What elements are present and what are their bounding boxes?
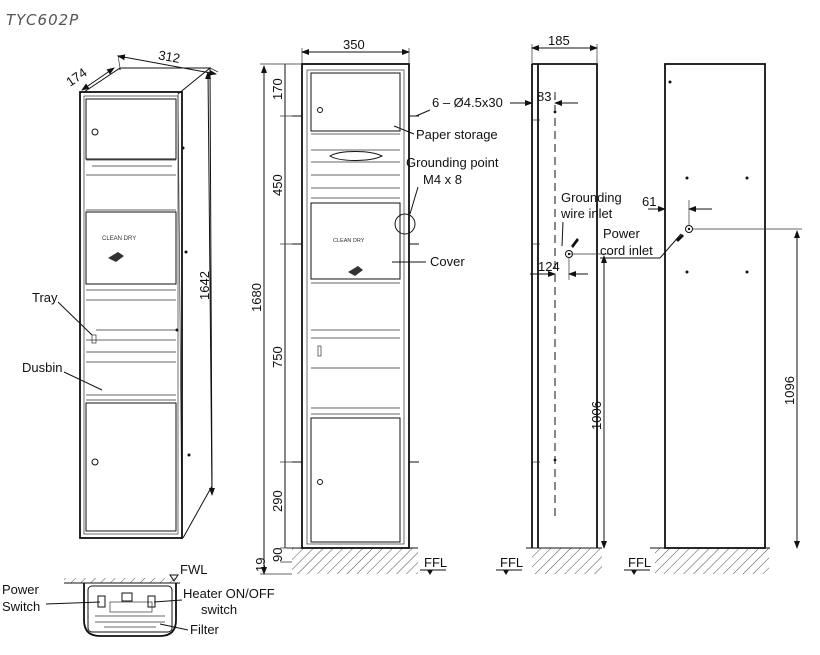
drawing-title: TYC602P [6,11,79,29]
dim-side-83: 83 [537,89,551,104]
label-grounding-point: Grounding point [406,155,499,170]
hand-dryer-logo-icon [348,266,363,276]
dim-seg-19: 19 [253,558,268,572]
dim-seg-90: 90 [270,548,285,562]
label-ffl-side: FFL [500,555,523,570]
lock-icon [91,458,99,466]
rear-view: 61 1096 Power cord inlet FFL [600,63,802,575]
side-view: 185 83 124 1006 Grounding wire inlet FFL [496,33,622,575]
hand-dryer-logo-icon [108,252,124,262]
label-grounding-point-size: M4 x 8 [423,172,462,187]
label-grounding-wire-inlet: wire inlet [560,206,613,221]
heater-switch [147,595,156,608]
label-ffl-rear: FFL [628,555,651,570]
brand-logo: CLEAN DRY [102,236,136,242]
label-ffl-front: FFL [424,555,447,570]
dim-rear-61: 61 [642,194,656,209]
dim-side-width: 185 [548,33,570,48]
label-heater: Heater ON/OFF [183,586,275,601]
label-screw: 6 – Ø4.5x30 [432,95,503,110]
label-heater-switch: switch [201,602,237,617]
dim-side-124: 124 [538,259,560,274]
dim-seg-750: 750 [270,346,285,368]
label-power-cord: Power [603,226,641,241]
label-tray: Tray [32,290,58,305]
label-filter: Filter [190,622,220,637]
dim-seg-450: 450 [270,174,285,196]
dim-rear-height: 1096 [782,376,797,405]
front-brand-logo: CLEAN DRY [333,238,365,244]
label-cover: Cover [430,254,465,269]
label-grounding-wire: Grounding [561,190,622,205]
label-dusbin: Dusbin [22,360,62,375]
dryer-detail: FWL Power Switch Heater ON/OFF switch Fi… [2,562,275,637]
dim-seg-290: 290 [270,490,285,512]
lock-icon [317,479,323,485]
dim-side-height: 1006 [589,401,604,430]
dim-front-width: 350 [343,37,365,52]
isometric-view: CLEAN DRY 312 174 1642 Tray Dusbin [22,47,219,539]
label-switch: Switch [2,599,40,614]
label-power: Power [2,582,40,597]
dim-iso-depth: 174 [63,65,89,90]
dim-iso-height: 1642 [197,271,212,300]
lock-icon [91,128,99,136]
dim-front-total: 1680 [249,283,264,312]
power-switch [97,595,106,608]
label-power-cord-inlet: cord inlet [600,243,653,258]
front-view: CLEAN DRY 350 1680 170 450 750 290 90 19… [249,37,503,575]
dim-iso-width: 312 [157,47,181,66]
label-paper-storage: Paper storage [416,127,498,142]
dim-seg-170: 170 [270,78,285,100]
label-fwl: FWL [180,562,207,577]
lock-icon [317,107,323,113]
